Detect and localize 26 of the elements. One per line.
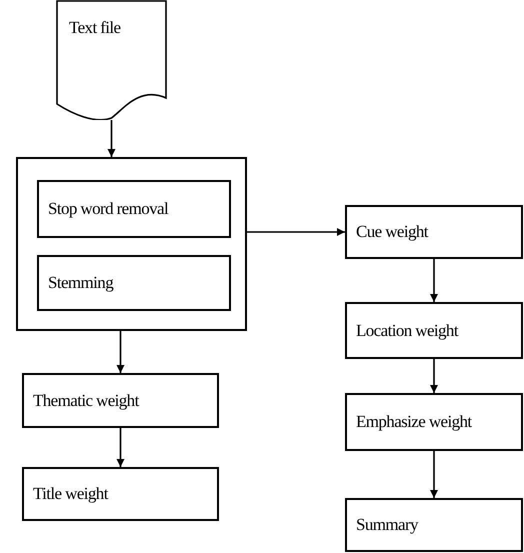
- node-label: Title weight: [32, 484, 108, 504]
- arrow: [108, 120, 116, 157]
- arrow: [116, 428, 124, 467]
- arrow: [247, 228, 345, 236]
- process-box: [22, 373, 219, 428]
- arrow: [430, 359, 438, 393]
- node-label: Summary: [355, 515, 418, 535]
- node-label: Cue weight: [355, 222, 428, 242]
- process-box: [37, 255, 231, 311]
- arrow: [430, 259, 438, 302]
- process-box: [22, 467, 219, 521]
- process-box: [345, 302, 523, 359]
- arrow: [116, 331, 124, 373]
- document-shape: [56, 0, 167, 120]
- node-label: Text file: [68, 17, 122, 38]
- arrow: [430, 451, 438, 498]
- group-box: [16, 157, 247, 331]
- node-label: Emphasize weight: [355, 412, 472, 432]
- node-label: Location weight: [355, 320, 458, 340]
- process-box: [37, 180, 231, 238]
- node-label: Thematic weight: [32, 390, 139, 410]
- node-label: Stop word removal: [47, 199, 168, 219]
- process-box: [345, 498, 523, 552]
- process-box: [345, 393, 523, 451]
- node-label: Stemming: [47, 273, 114, 293]
- process-box: [345, 205, 523, 259]
